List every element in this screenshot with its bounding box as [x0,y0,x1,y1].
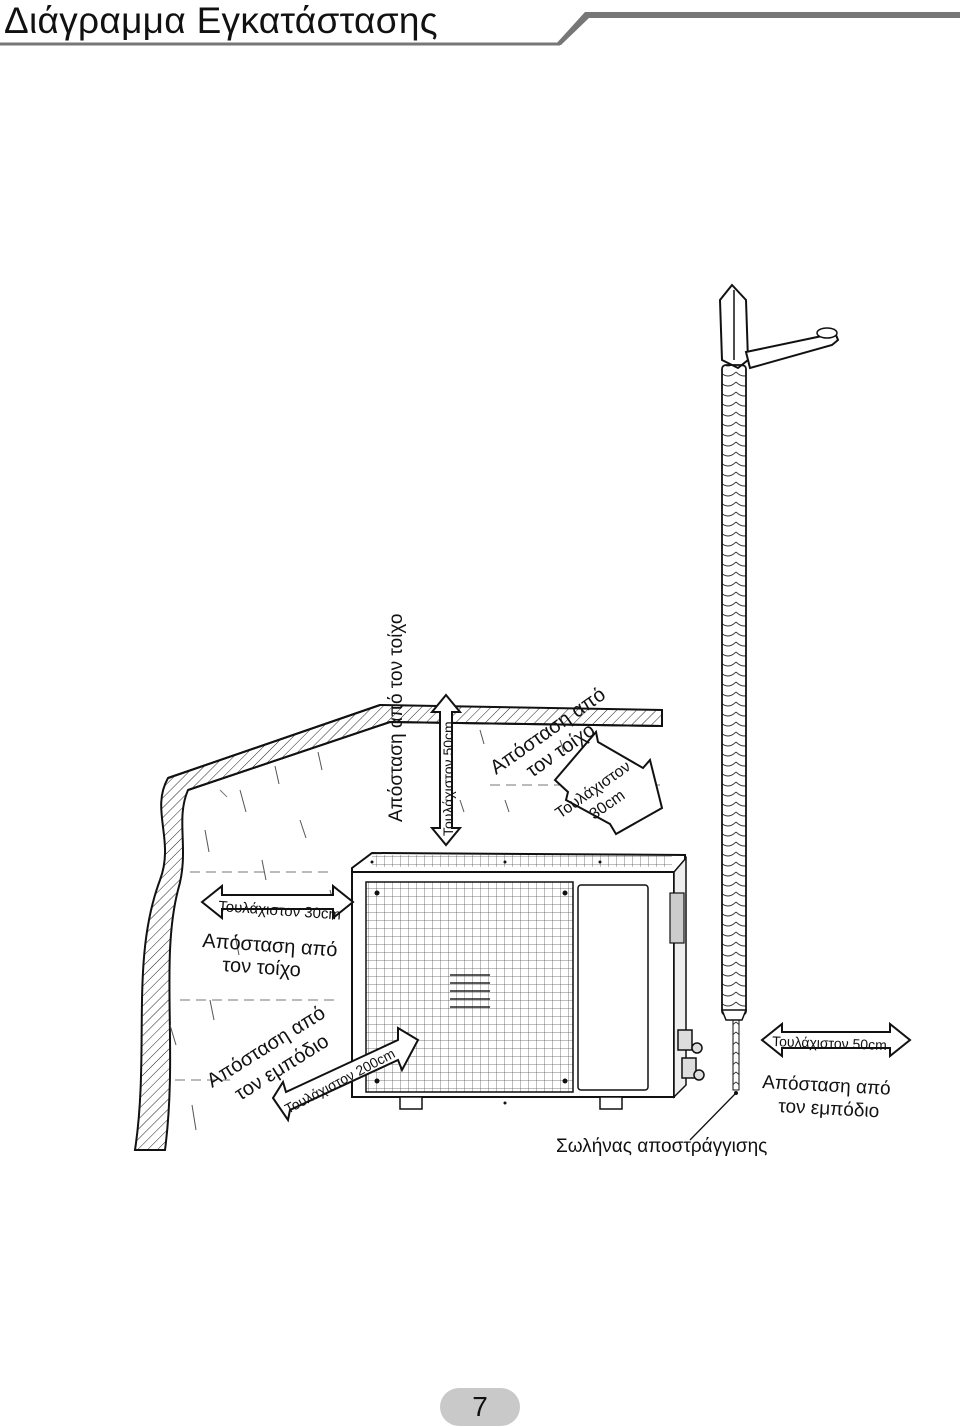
title-bar [0,12,960,46]
page-title: Διάγραμμα Εγκατάστασης [4,0,438,41]
outdoor-unit [351,851,705,1110]
right-min-label: Τουλάχιστον 50cm [772,1033,887,1053]
drain-hose-label: Σωλήνας αποστράγγισης [556,1136,767,1157]
left-clearance-arrow [200,883,355,921]
drain-pipe [689,283,840,1141]
top-vertical-min-label: Τουλάχιστον 50cm [440,721,456,836]
right-dist-label-2: τον εμπόδιο [778,1096,880,1122]
wall [133,703,663,1151]
top-clearance-arrow [429,693,463,847]
left-dist-label-2: τον τοίχο [222,954,302,981]
clearance-arrows [200,693,912,1123]
back-clearance-arrow [553,729,664,836]
right-clearance-arrow [760,1021,912,1059]
page-number: 7 [440,1388,520,1426]
top-vertical-dist-label: Απόσταση από τον τοίχο [386,614,407,822]
front-clearance-arrow [271,1026,420,1123]
